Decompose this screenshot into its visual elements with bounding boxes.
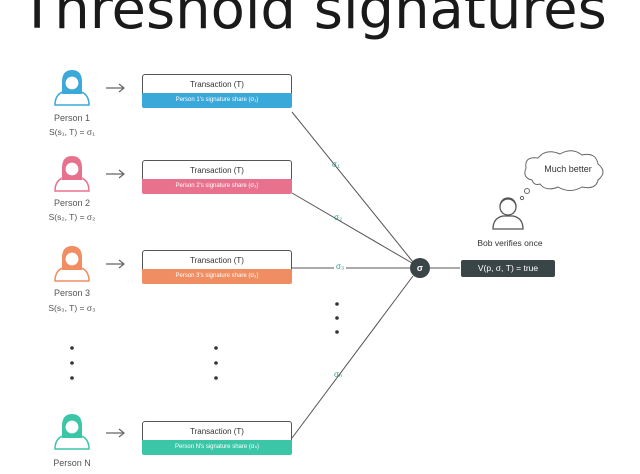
sigma-1-label: σ₁ [332, 160, 340, 169]
bob-label: Bob verifies once [477, 238, 543, 248]
signature-formula: S(s₁, T) = σ₁ [48, 127, 95, 137]
person-3-avatar-icon [54, 246, 90, 282]
verify-result-box: V(p, σ, T) = true [461, 260, 555, 277]
transaction-label: Transaction (T) [142, 74, 292, 93]
transaction-label: Transaction (T) [142, 421, 292, 440]
ellipsis-dots [70, 302, 339, 380]
transaction-label: Transaction (T) [142, 160, 292, 179]
signature-share-bar: Person N's signature share (σₙ) [142, 440, 292, 455]
arrow-right-icon [106, 259, 125, 269]
signature-share-bar: Person 1's signature share (σ₁) [142, 93, 292, 108]
signature-formula: S(s₃, T) = σ₃ [48, 303, 96, 313]
transaction-box: Transaction (T) Person 1's signature sha… [142, 74, 292, 108]
aggregate-sigma-node [410, 258, 430, 278]
transaction-box: Transaction (T) Person 3's signature sha… [142, 250, 292, 284]
signature-formula: S(s₂, T) = σ₂ [48, 212, 96, 222]
aggregate-sigma-label: σ [416, 263, 424, 273]
person-2-avatar-icon [54, 156, 90, 192]
sigma-3-label: σ₃ [334, 262, 347, 271]
thought-bubble-text: Much better [544, 164, 592, 174]
sigma-n-label: σₙ [334, 370, 343, 379]
arrow-right-icon [106, 428, 125, 438]
bob-avatar-icon [492, 197, 524, 230]
transaction-box: Transaction (T) Person N's signature sha… [142, 421, 292, 455]
person-label: Person 3 [53, 288, 91, 298]
person-n-avatar-icon [54, 414, 90, 450]
person-1-avatar-icon [54, 70, 90, 106]
aggregation-lines [291, 111, 460, 439]
arrow-right-icon [106, 169, 125, 179]
transaction-box: Transaction (T) Person 2's signature sha… [142, 160, 292, 194]
signature-share-bar: Person 3's signature share (σ₃) [142, 269, 292, 284]
transaction-label: Transaction (T) [142, 250, 292, 269]
signature-share-bar: Person 2's signature share (σ₂) [142, 179, 292, 194]
person-label: Person 1 [53, 113, 91, 123]
person-label: Person N [53, 458, 91, 468]
person-label: Person 2 [53, 198, 91, 208]
sigma-2-label: σ₂ [334, 213, 343, 222]
arrow-right-icon [106, 83, 125, 93]
page-title: Threshold signatures [20, 0, 607, 42]
thought-bubble-icon [519, 150, 604, 201]
